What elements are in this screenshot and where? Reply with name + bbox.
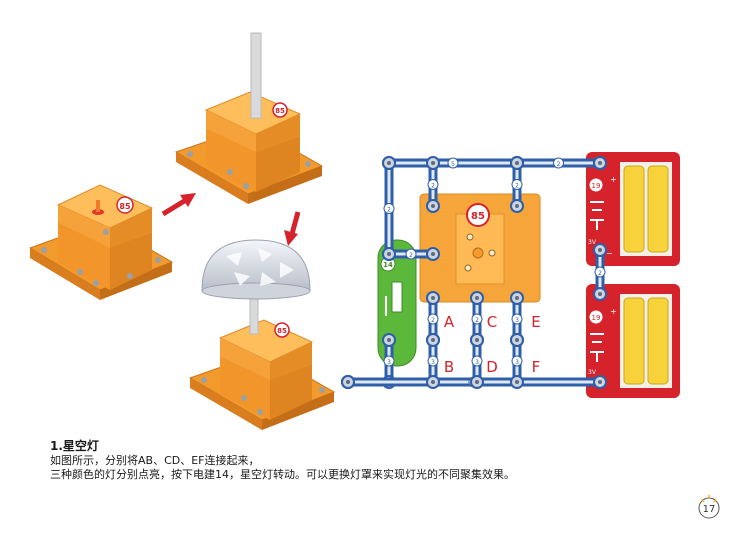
arrow-down-icon bbox=[284, 211, 301, 246]
snap-wires: 522222236223333 bbox=[341, 156, 607, 389]
snap-wire: 2 bbox=[382, 156, 396, 261]
snap-wire: 5 bbox=[382, 156, 524, 170]
terminal-letter-e: E bbox=[531, 313, 540, 331]
snap-wire: 3 bbox=[470, 333, 484, 389]
snap-wire: 2 bbox=[382, 247, 440, 261]
plus-sign-bottom: + bbox=[610, 307, 617, 316]
wire-label: 2 bbox=[598, 270, 602, 277]
wire-label: 5 bbox=[451, 161, 455, 168]
terminal-letter-c: C bbox=[487, 313, 497, 331]
wire-label: 2 bbox=[409, 252, 413, 259]
wire-label: 3 bbox=[515, 317, 519, 324]
battery-label-top: 19 bbox=[592, 182, 601, 190]
wire-label: 3 bbox=[475, 359, 479, 366]
wire-label: 2 bbox=[431, 317, 435, 324]
module-85-label: 85 bbox=[119, 202, 131, 211]
snap-wire: 2 bbox=[510, 156, 607, 170]
arrow-right-icon bbox=[161, 193, 196, 217]
snap-wire: 2 bbox=[510, 156, 524, 213]
snap-wire: 3 bbox=[426, 333, 440, 389]
battery-label-bottom: 19 bbox=[592, 314, 601, 322]
circuit-diagram: 85 14 19 + 3V − bbox=[341, 152, 680, 398]
battery-voltage-bottom: 3V bbox=[588, 369, 597, 376]
wire-label: 3 bbox=[387, 359, 391, 366]
instructions-line-1: 如图所示，分别将AB、CD、EF连接起来， bbox=[50, 454, 260, 467]
page-number: 17 bbox=[703, 504, 716, 515]
terminal-letter-b: B bbox=[444, 358, 454, 376]
terminal-letter-a: A bbox=[444, 313, 455, 331]
instructions: 1.星空灯 如图所示，分别将AB、CD、EF连接起来， 三种颜色的灯分别点亮，按… bbox=[50, 438, 610, 482]
minus-sign-top: − bbox=[606, 249, 613, 258]
battery-holder-bottom: 19 + 3V bbox=[586, 284, 680, 398]
wire-label: 2 bbox=[557, 161, 561, 168]
plus-sign-top: + bbox=[610, 175, 617, 184]
star-dome-icon bbox=[201, 239, 311, 300]
instructions-line-2: 三种颜色的灯分别点亮，按下电建14，星空灯转动。可以更换灯罩来实现灯光的不同聚集… bbox=[50, 468, 515, 481]
instructions-title: 1.星空灯 bbox=[50, 439, 99, 453]
module-photo-1: 85 bbox=[28, 184, 174, 300]
module-photo-2: 85 bbox=[174, 32, 324, 204]
wire-label: 2 bbox=[515, 183, 519, 190]
wire-label: 3 bbox=[515, 359, 519, 366]
terminal-letter-d: D bbox=[486, 358, 498, 376]
battery-holder-top: 19 + 3V − bbox=[586, 152, 680, 266]
snap-wire bbox=[341, 375, 355, 389]
wire-label: 2 bbox=[431, 183, 435, 190]
wire-label: 2 bbox=[475, 317, 479, 324]
wire-label: 3 bbox=[431, 359, 435, 366]
battery-voltage-top: 3V bbox=[588, 239, 597, 246]
snap-wire: 2 bbox=[593, 243, 607, 301]
motor-module-label: 85 bbox=[471, 211, 485, 222]
module-85-label-3: 85 bbox=[277, 327, 287, 335]
wire-label: 2 bbox=[387, 207, 391, 214]
module-photo-3: 85 bbox=[188, 295, 336, 430]
snap-wire: 2 bbox=[426, 156, 440, 213]
page-number-badge: 17 bbox=[698, 495, 720, 519]
terminal-letters: A C E B D F bbox=[444, 313, 541, 376]
terminal-letter-f: F bbox=[532, 358, 541, 376]
snap-wire: 3 bbox=[510, 333, 524, 389]
snap-wire bbox=[593, 156, 607, 170]
module-85-label-2: 85 bbox=[275, 107, 285, 115]
switch-label: 14 bbox=[383, 261, 393, 269]
